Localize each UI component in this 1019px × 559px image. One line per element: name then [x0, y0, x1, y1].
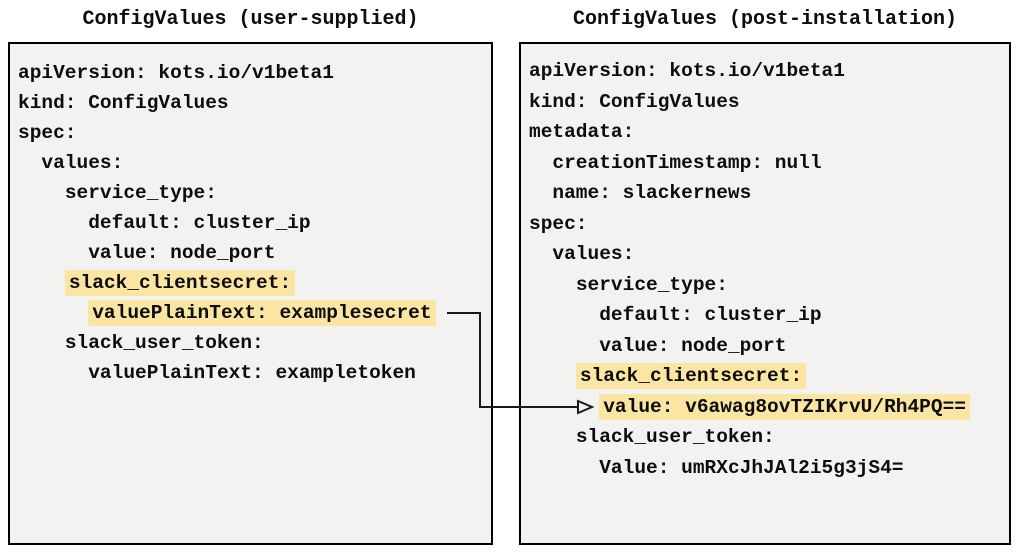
code-text: kind: ConfigValues — [18, 92, 229, 114]
user-supplied-config-panel: apiVersion: kots.io/v1beta1 kind: ConfigV… — [8, 42, 493, 545]
code-text: values: — [41, 152, 124, 174]
code-text: apiVersion: kots.io/v1beta1 — [529, 60, 845, 83]
highlighted-code-text: valuePlainText: examplesecret — [88, 300, 436, 326]
code-text: creationTimestamp: null — [552, 151, 822, 174]
code-text: name: slackernews — [552, 182, 752, 205]
code-line: slack_clientsecret: — [529, 361, 1009, 392]
code-line: value: node_port — [529, 331, 1009, 362]
right-panel-title: ConfigValues (post-installation) — [572, 7, 958, 31]
code-line: slack_clientsecret: — [18, 268, 491, 298]
code-line: spec: — [529, 209, 1009, 240]
code-line: slack_user_token: — [529, 422, 1009, 453]
code-line: name: slackernews — [529, 178, 1009, 209]
code-line: spec: — [18, 118, 491, 148]
highlighted-code-text: slack_clientsecret: — [575, 363, 807, 390]
highlighted-code-text: value: v6awag8ovTZIKrvU/Rh4PQ== — [599, 393, 970, 420]
indent-spaces — [529, 274, 576, 296]
code-text: apiVersion: kots.io/v1beta1 — [18, 62, 334, 84]
indent-spaces — [18, 242, 88, 264]
indent-spaces — [18, 212, 88, 234]
code-line: default: cluster_ip — [529, 300, 1009, 331]
left-panel-title: ConfigValues (user-supplied) — [82, 7, 419, 31]
code-line: apiVersion: kots.io/v1beta1 — [18, 58, 491, 88]
indent-spaces — [18, 362, 88, 384]
code-text: slack_user_token: — [575, 426, 775, 449]
indent-spaces — [529, 182, 552, 204]
code-line: value: v6awag8ovTZIKrvU/Rh4PQ== — [529, 392, 1009, 423]
code-line: apiVersion: kots.io/v1beta1 — [529, 56, 1009, 87]
code-text: kind: ConfigValues — [529, 90, 740, 113]
code-text: value: node_port — [599, 334, 787, 357]
indent-spaces — [18, 302, 88, 324]
code-line: default: cluster_ip — [18, 208, 491, 238]
code-text: values: — [552, 243, 635, 266]
code-line: values: — [529, 239, 1009, 270]
code-text: spec: — [529, 212, 588, 235]
code-text: value: node_port — [88, 242, 276, 264]
code-line: service_type: — [18, 178, 491, 208]
code-text: metadata: — [529, 121, 635, 144]
indent-spaces — [529, 365, 576, 387]
code-text: spec: — [18, 122, 77, 144]
indent-spaces — [18, 272, 65, 294]
indent-spaces — [529, 243, 552, 265]
indent-spaces — [529, 152, 552, 174]
code-text: default: cluster_ip — [599, 304, 822, 327]
highlighted-code-text: slack_clientsecret: — [64, 270, 296, 296]
code-line: service_type: — [529, 270, 1009, 301]
indent-spaces — [529, 335, 599, 357]
code-line: value: node_port — [18, 238, 491, 268]
code-text: service_type: — [64, 182, 217, 204]
code-line: creationTimestamp: null — [529, 148, 1009, 179]
code-line: kind: ConfigValues — [18, 88, 491, 118]
indent-spaces — [18, 152, 41, 174]
code-text: valuePlainText: exampletoken — [88, 362, 416, 384]
indent-spaces — [529, 426, 576, 448]
indent-spaces — [18, 332, 65, 354]
code-text: Value: umRXcJhJAl2i5g3jS4= — [599, 456, 904, 479]
indent-spaces — [529, 457, 599, 479]
post-installation-config-panel: apiVersion: kots.io/v1beta1 kind: ConfigV… — [519, 42, 1011, 545]
code-line: valuePlainText: exampletoken — [18, 358, 491, 388]
code-text: default: cluster_ip — [88, 212, 311, 234]
code-text: service_type: — [575, 273, 728, 296]
indent-spaces — [529, 304, 599, 326]
code-line: slack_user_token: — [18, 328, 491, 358]
code-line: valuePlainText: examplesecret — [18, 298, 491, 328]
code-line: metadata: — [529, 117, 1009, 148]
code-text: slack_user_token: — [64, 332, 264, 354]
code-line: kind: ConfigValues — [529, 87, 1009, 118]
indent-spaces — [18, 182, 65, 204]
indent-spaces — [529, 396, 599, 418]
code-line: values: — [18, 148, 491, 178]
code-line: Value: umRXcJhJAl2i5g3jS4= — [529, 453, 1009, 484]
